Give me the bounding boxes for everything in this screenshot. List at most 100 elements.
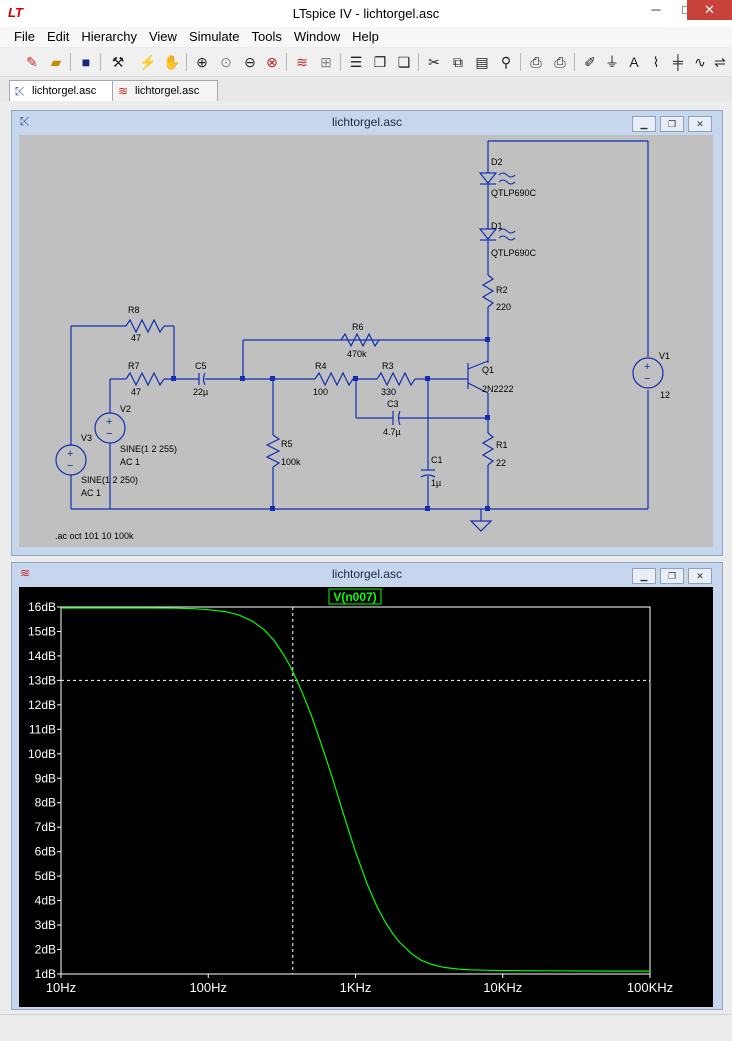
zoom-out-icon[interactable]: ⊙	[220, 54, 232, 70]
label-V3-ac: AC 1	[81, 488, 101, 498]
tab-waveform[interactable]: ≋ lichtorgel.asc	[112, 80, 218, 101]
y-tick-label: 16dB	[28, 600, 56, 614]
tile-horizontal-icon[interactable]: ☰	[349, 54, 363, 70]
label-R4-ref: R4	[315, 361, 327, 371]
label-R8-value: 47	[131, 333, 141, 343]
y-tick-label: 13dB	[28, 673, 56, 687]
find-icon[interactable]: ⚲	[500, 54, 512, 70]
bode-plot: 16dB15dB14dB13dB12dB11dB10dB9dB8dB7dB6dB…	[28, 588, 673, 995]
zoom-cancel-icon[interactable]: ⊗	[266, 54, 278, 70]
x-tick-label: 10KHz	[483, 980, 522, 995]
label-V3-ref: V3	[81, 433, 92, 443]
menu-hierarchy[interactable]: Hierarchy	[81, 29, 137, 44]
y-tick-label: 15dB	[28, 624, 56, 638]
y-tick-label: 12dB	[28, 698, 56, 712]
autorange-icon[interactable]: ⊞	[320, 54, 332, 70]
label-R4-value: 100	[313, 387, 328, 397]
cascade-icon[interactable]: ❐	[373, 54, 387, 70]
label-V2-ref: V2	[120, 404, 131, 414]
label-R8-ref: R8	[128, 305, 140, 315]
schematic-close-button[interactable]: ✕	[688, 116, 712, 132]
x-tick-label: 1KHz	[340, 980, 372, 995]
schematic-window-title: lichtorgel.asc	[331, 115, 403, 129]
paste-icon[interactable]: ▤	[475, 54, 489, 70]
label-V1-value: 12	[660, 390, 670, 400]
waveform-icon[interactable]: ≋	[296, 54, 308, 70]
label-C1-value: 1µ	[431, 478, 441, 488]
print-setup-icon[interactable]: ⎙	[530, 54, 542, 70]
label-R7-ref: R7	[128, 361, 140, 371]
zoom-in-icon[interactable]: ⊕	[196, 54, 208, 70]
tab-schematic[interactable]: ⤪ lichtorgel.asc	[9, 80, 116, 101]
menu-bar: File Edit Hierarchy View Simulate Tools Window…	[0, 27, 732, 47]
menu-edit[interactable]: Edit	[46, 29, 70, 44]
schematic-restore-button[interactable]: ❐	[660, 116, 684, 132]
label-V3-value: SINE(1 2 250)	[81, 475, 138, 485]
y-tick-label: 6dB	[35, 845, 56, 859]
menu-help[interactable]: Help	[352, 29, 379, 44]
schematic-icon: ⤪	[20, 114, 30, 128]
label-R1-ref: R1	[496, 440, 508, 450]
waveform-restore-button[interactable]: ❐	[660, 568, 684, 584]
waveform-minimize-button[interactable]: ▁	[632, 568, 656, 584]
label-D2-value: QTLP690C	[491, 188, 537, 198]
menu-view[interactable]: View	[148, 29, 177, 44]
svg-text:−: −	[67, 460, 73, 472]
menu-tools[interactable]: Tools	[251, 29, 282, 44]
print-icon[interactable]: ⎙	[554, 54, 566, 70]
schematic-drawing: +− +− +− D2 QTLP690C D1 QTLP690C R2 220 …	[55, 140, 670, 541]
menu-file[interactable]: File	[14, 29, 35, 44]
label-R6-ref: R6	[352, 322, 364, 332]
label-C5-ref: C5	[195, 361, 207, 371]
capacitor-icon[interactable]: ╪	[673, 54, 683, 70]
control-panel-icon[interactable]: ⚒	[111, 54, 125, 70]
new-schematic-icon[interactable]: ✎	[26, 54, 38, 70]
tile-vertical-icon[interactable]: ❏	[397, 54, 411, 70]
y-tick-label: 11dB	[29, 722, 56, 736]
resistor-icon[interactable]: ⌇	[652, 54, 660, 70]
inductor-icon[interactable]: ∿	[694, 54, 706, 70]
cut-icon[interactable]: ✂	[428, 54, 440, 70]
label-R7-value: 47	[131, 387, 141, 397]
save-icon[interactable]: ■	[81, 54, 91, 70]
trace-line-V(n007)	[61, 607, 650, 972]
waveform-close-button[interactable]: ✕	[688, 568, 712, 584]
halt-icon[interactable]: ✋	[163, 54, 181, 70]
label-D2-ref: D2	[491, 157, 503, 167]
diode-icon[interactable]: ⇌	[714, 54, 726, 70]
close-button[interactable]: ✕	[687, 0, 732, 20]
text-icon[interactable]: A	[629, 54, 639, 70]
y-tick-label: 9dB	[35, 771, 56, 785]
label-R2-ref: R2	[496, 285, 508, 295]
menu-window[interactable]: Window	[293, 29, 341, 44]
trace-label: V(n007)	[333, 590, 376, 604]
toolbar: ✎ ▰ ■ ⚒ ⚡ ✋ ⊕ ⊙ ⊖ ⊗ ≋ ⊞ ☰ ❐ ❏ ✂ ⧉ ▤ ⚲ ⎙ …	[0, 48, 732, 77]
label-R1-value: 22	[496, 458, 506, 468]
schematic-minimize-button[interactable]: ▁	[632, 116, 656, 132]
app-logo-icon: LT	[8, 5, 23, 20]
spice-directive: .ac oct 101 10 100k	[55, 531, 134, 541]
maximize-button[interactable]: □	[682, 2, 690, 17]
run-icon[interactable]: ⚡	[139, 54, 157, 70]
label-icon[interactable]: ✐	[584, 54, 596, 70]
schematic-canvas[interactable]: +− +− +− D2 QTLP690C D1 QTLP690C R2 220 …	[19, 135, 713, 547]
ground-icon[interactable]: ⏚	[605, 54, 619, 70]
document-tab-bar: ⤪ lichtorgel.asc ≋ lichtorgel.asc	[0, 77, 732, 101]
window-title: LTspice IV - lichtorgel.asc	[292, 6, 440, 21]
label-R5-ref: R5	[281, 439, 293, 449]
schematic-icon: ⤪	[15, 84, 25, 98]
minimize-button[interactable]: ─	[651, 2, 661, 17]
label-D1-ref: D1	[491, 221, 503, 231]
menu-simulate[interactable]: Simulate	[188, 29, 240, 44]
open-icon[interactable]: ▰	[50, 54, 62, 70]
copy-icon[interactable]: ⧉	[453, 54, 463, 70]
tab-schematic-label: lichtorgel.asc	[32, 85, 97, 97]
label-Q1-value: 2N2222	[482, 384, 514, 394]
svg-text:−: −	[106, 428, 112, 440]
plot-frame	[60, 606, 651, 975]
svg-text:+: +	[67, 448, 73, 460]
zoom-fit-icon[interactable]: ⊖	[244, 54, 256, 70]
y-tick-label: 10dB	[28, 747, 56, 761]
